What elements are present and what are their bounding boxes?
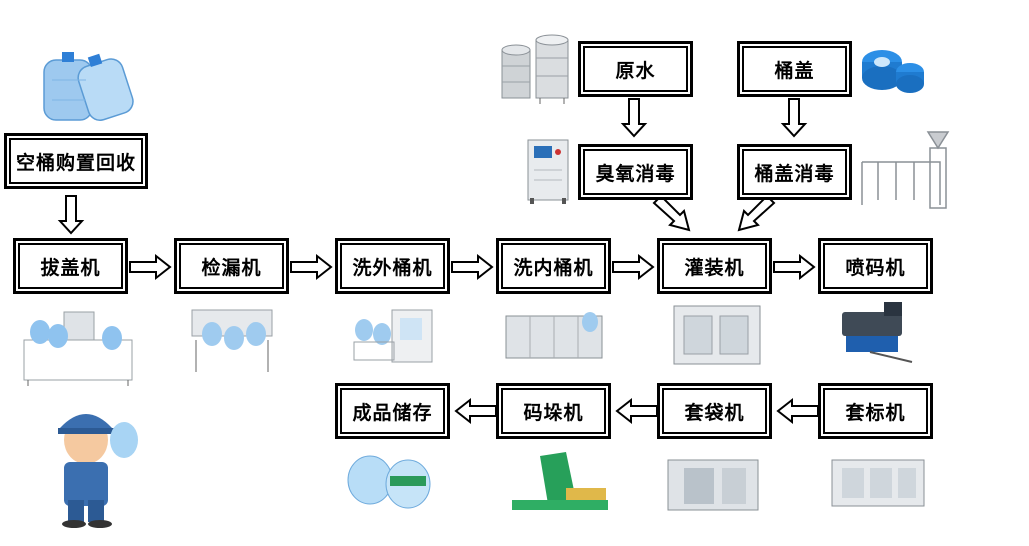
node-label: 套标机 (818, 383, 933, 439)
palletizer-image (512, 452, 608, 510)
node-leak: 检漏机 (174, 238, 289, 294)
node-cap-disinfect: 桶盖消毒 (737, 144, 852, 200)
leak-detector-image (191, 309, 273, 372)
arrow-cap-to-capdisinfect (780, 98, 808, 138)
node-wash-out: 洗外桶机 (335, 238, 450, 294)
arrow-bag-to-stack (615, 397, 658, 425)
node-code: 喷码机 (818, 238, 933, 294)
bagging-machine-image (667, 459, 759, 511)
cap-conveyor-image (861, 131, 950, 209)
node-uncap: 拔盖机 (13, 238, 128, 294)
water-tanks-image (501, 34, 569, 104)
arrow-capdisinfect-to-fill (737, 194, 776, 232)
arrow-ozone-to-fill (652, 194, 691, 232)
node-stack: 码垛机 (496, 383, 611, 439)
arrow-label-to-bag (776, 397, 819, 425)
arrow-stack-to-storage (454, 397, 497, 425)
node-raw-water: 原水 (578, 41, 693, 97)
arrow-washin-to-fill (612, 253, 655, 281)
coding-machine-image (842, 302, 913, 363)
node-wash-in: 洗内桶机 (496, 238, 611, 294)
inner-washer-image (505, 312, 603, 359)
node-fill: 灌装机 (657, 238, 772, 294)
arrow-leak-to-washout (290, 253, 333, 281)
node-bag: 套袋机 (657, 383, 772, 439)
filling-machine-image (673, 305, 761, 365)
delivery-worker-image (58, 414, 138, 528)
node-ozone: 臭氧消毒 (578, 144, 693, 200)
arrow-uncap-to-leak (129, 253, 172, 281)
outer-washer-image (353, 309, 433, 363)
arrow-fill-to-code (773, 253, 816, 281)
empty-buckets-image (43, 52, 134, 121)
uncapping-machine-image (23, 311, 133, 386)
arrow-recycle-to-uncap (57, 195, 85, 235)
labeling-machine-image (831, 459, 925, 507)
finished-buckets-image (347, 455, 431, 509)
node-storage: 成品储存 (335, 383, 450, 439)
arrow-washout-to-washin (451, 253, 494, 281)
node-cap: 桶盖 (737, 41, 852, 97)
arrow-rawwater-to-ozone (620, 98, 648, 138)
node-recycle: 空桶购置回收 (4, 133, 148, 189)
bucket-caps-image (862, 50, 924, 93)
ozone-generator-image (527, 139, 569, 204)
